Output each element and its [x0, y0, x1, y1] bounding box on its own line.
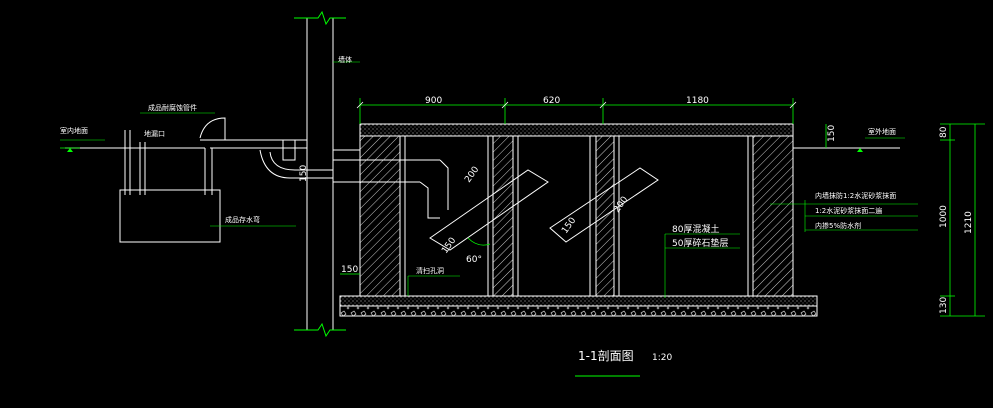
- dim-right-total: 1210: [964, 211, 974, 234]
- label-floor-drain: 地漏口: [144, 129, 165, 138]
- tank-walls: [359, 135, 794, 297]
- label-cement-mortar: 1:2水泥砂浆抹面二遍: [815, 206, 882, 215]
- label-clean-hole: 清扫孔洞: [416, 266, 444, 275]
- top-dimension-line: [356, 98, 797, 124]
- label-outdoor-ground: 室外地面: [868, 127, 896, 136]
- dim-slab-150: 150: [827, 125, 837, 142]
- label-inner-finish: 内墙抹防1:2水泥砂浆抹面: [815, 191, 896, 200]
- dim-bottom-150: 150: [341, 265, 358, 275]
- base-layers: [339, 295, 818, 317]
- right-dimension-stack: [940, 123, 985, 317]
- dim-pipe-200-b: 200: [612, 195, 630, 215]
- inlet-pipe: [259, 139, 449, 219]
- label-waterproof: 内掺5%防水剂: [815, 221, 861, 230]
- dim-right-1000: 1000: [939, 205, 949, 228]
- top-slab: [359, 123, 794, 137]
- label-gravel-base: 50厚碎石垫层: [672, 237, 728, 249]
- dim-pipe-200-a: 200: [463, 165, 481, 185]
- dim-angle: 60°: [466, 255, 482, 265]
- dim-top-1: 900: [425, 96, 442, 106]
- inclined-pipes: [429, 167, 659, 251]
- dim-top-2: 620: [543, 96, 560, 106]
- chamber-linings: [404, 136, 749, 296]
- dim-pipe-150: 150: [299, 165, 309, 182]
- label-finished-trap: 成品存水弯: [225, 215, 260, 224]
- floor-drain-chamber: [65, 117, 307, 243]
- drawing-scale: 1:20: [652, 353, 672, 363]
- dim-right-130: 130: [939, 297, 949, 314]
- dim-right-80: 80: [939, 126, 949, 138]
- label-indoor-ground: 室内地面: [60, 126, 88, 135]
- label-finished-drain-pipe: 成品耐腐蚀管件: [148, 103, 197, 112]
- label-wall: 墙体: [338, 55, 352, 64]
- material-callouts: [770, 200, 918, 232]
- dim-pipe-150-b: 150: [560, 216, 578, 236]
- dim-top-3: 1180: [686, 96, 709, 106]
- label-base-concrete: 80厚混凝土: [672, 223, 719, 235]
- vertical-wall: [294, 10, 346, 338]
- drawing-title: 1-1剖面图: [578, 349, 634, 363]
